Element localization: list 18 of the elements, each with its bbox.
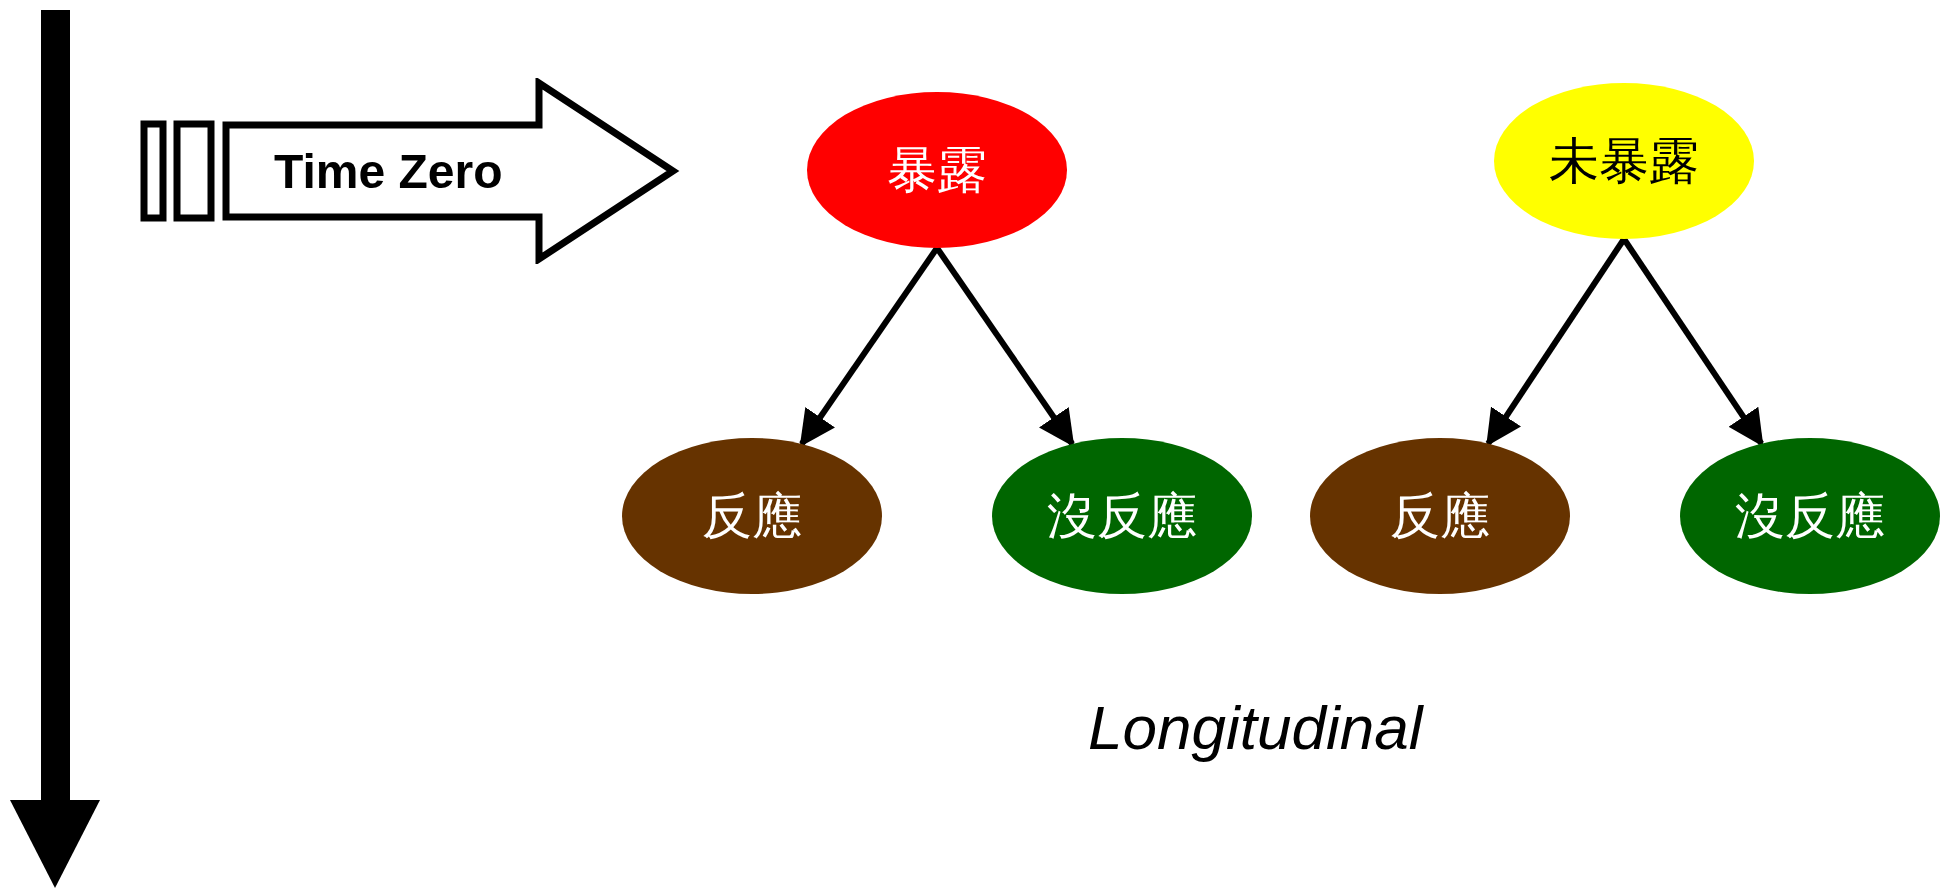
ellipse-node xyxy=(1494,83,1754,239)
ellipse-node xyxy=(992,438,1252,594)
ellipse-node xyxy=(1680,438,1940,594)
node-label: 反應 xyxy=(1390,491,1490,541)
node-label: 沒反應 xyxy=(1735,491,1885,541)
block-arrow xyxy=(140,78,680,264)
arrow xyxy=(1621,237,1764,447)
arrow-label: Time Zero xyxy=(274,143,503,199)
ellipse-node xyxy=(622,438,882,594)
ellipse-node xyxy=(1310,438,1570,594)
node-label: 未暴露 xyxy=(1549,136,1699,186)
node-label: 沒反應 xyxy=(1047,491,1197,541)
arrow xyxy=(934,246,1075,447)
ellipse-node xyxy=(807,92,1067,248)
arrow xyxy=(1485,237,1627,447)
node-label: 反應 xyxy=(702,491,802,541)
arrow xyxy=(799,246,940,447)
node-label: 暴露 xyxy=(887,145,987,195)
